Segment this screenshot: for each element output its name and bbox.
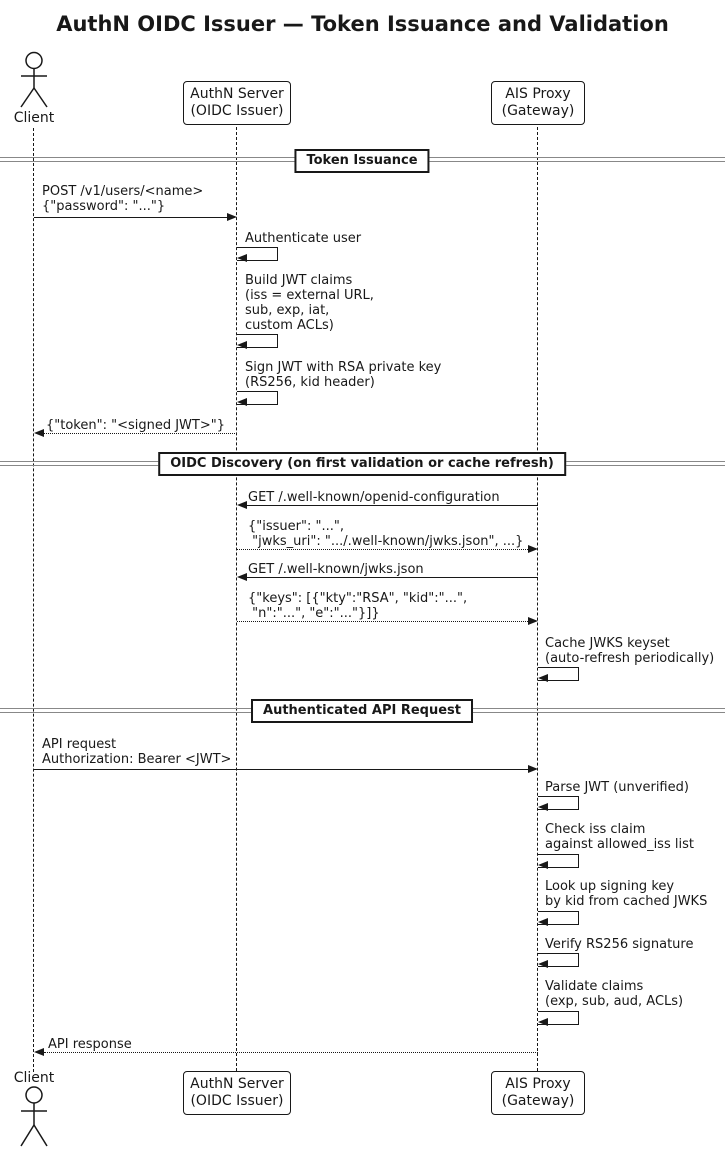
arrowhead-left-icon bbox=[538, 1018, 548, 1026]
arrowhead-left-icon bbox=[34, 1048, 44, 1056]
arrowhead-left-icon bbox=[237, 398, 247, 406]
divider-oidc-discovery: OIDC Discovery (on first validation or c… bbox=[158, 452, 566, 476]
participant-ais-proxy-bottom: AIS Proxy(Gateway) bbox=[491, 1071, 585, 1115]
divider-token-issuance: Token Issuance bbox=[294, 149, 430, 173]
self-message-label: Verify RS256 signature bbox=[545, 937, 694, 952]
self-message-loop bbox=[538, 911, 579, 925]
self-message-loop bbox=[538, 953, 579, 967]
arrowhead-left-icon bbox=[237, 341, 247, 349]
self-message-label: Validate claims(exp, sub, aud, ACLs) bbox=[545, 979, 684, 1009]
self-message-loop bbox=[538, 796, 579, 810]
message-arrow bbox=[34, 769, 528, 770]
arrowhead-left-icon bbox=[237, 501, 247, 509]
self-message-loop bbox=[538, 854, 579, 868]
message-label: {"keys": [{"kty":"RSA", "kid":"...", "n"… bbox=[248, 591, 468, 621]
arrowhead-right-icon bbox=[528, 545, 538, 553]
client-actor-icon bbox=[20, 51, 48, 108]
message-arrow bbox=[44, 1052, 538, 1053]
actor-label-bottom: Client bbox=[13, 1070, 55, 1086]
self-message-label: Cache JWKS keyset(auto-refresh periodica… bbox=[545, 636, 715, 666]
message-label: {"issuer": "...", "jwks_uri": ".../.well… bbox=[248, 519, 524, 549]
arrowhead-left-icon bbox=[237, 254, 247, 262]
message-arrow bbox=[44, 433, 237, 434]
message-arrow bbox=[34, 217, 228, 218]
actor-label-top: Client bbox=[13, 110, 55, 126]
client-actor-icon bbox=[20, 1086, 48, 1147]
arrowhead-left-icon bbox=[538, 803, 548, 811]
participant-authn-server-bottom: AuthN Server(OIDC Issuer) bbox=[183, 1071, 291, 1115]
self-message-loop bbox=[237, 391, 278, 405]
self-message-loop bbox=[237, 334, 278, 348]
self-message-label: Sign JWT with RSA private key(RS256, kid… bbox=[245, 360, 442, 390]
arrowhead-right-icon bbox=[528, 765, 538, 773]
self-message-loop bbox=[538, 667, 579, 681]
message-label: API response bbox=[48, 1037, 132, 1052]
message-arrow bbox=[237, 621, 528, 622]
arrowhead-left-icon bbox=[538, 960, 548, 968]
arrowhead-left-icon bbox=[34, 429, 44, 437]
arrowhead-right-icon bbox=[528, 617, 538, 625]
message-label: GET /.well-known/openid-configuration bbox=[248, 490, 500, 505]
message-arrow bbox=[237, 549, 528, 550]
lifeline-authn-server bbox=[236, 127, 237, 1071]
arrowhead-left-icon bbox=[538, 674, 548, 682]
arrowhead-left-icon bbox=[538, 861, 548, 869]
message-label: {"token": "<signed JWT>"} bbox=[46, 418, 225, 433]
participant-authn-server-top: AuthN Server(OIDC Issuer) bbox=[183, 81, 291, 125]
message-arrow bbox=[247, 505, 538, 506]
lifeline-client bbox=[33, 128, 34, 1072]
participant-ais-proxy-top: AIS Proxy(Gateway) bbox=[491, 81, 585, 125]
arrowhead-left-icon bbox=[538, 918, 548, 926]
message-arrow bbox=[247, 577, 538, 578]
self-message-loop bbox=[538, 1011, 579, 1025]
self-message-loop bbox=[237, 247, 278, 261]
arrowhead-right-icon bbox=[227, 213, 237, 221]
divider-authenticated-api-request: Authenticated API Request bbox=[251, 699, 473, 723]
self-message-label: Build JWT claims(iss = external URL,sub,… bbox=[245, 273, 374, 333]
lifeline-ais-proxy bbox=[537, 127, 538, 1071]
diagram-title: AuthN OIDC Issuer — Token Issuance and V… bbox=[56, 12, 669, 36]
arrowhead-left-icon bbox=[237, 573, 247, 581]
message-label: GET /.well-known/jwks.json bbox=[248, 562, 424, 577]
message-label: POST /v1/users/<name>{"password": "..."} bbox=[42, 184, 204, 214]
self-message-label: Authenticate user bbox=[245, 231, 362, 246]
self-message-label: Parse JWT (unverified) bbox=[545, 780, 689, 795]
